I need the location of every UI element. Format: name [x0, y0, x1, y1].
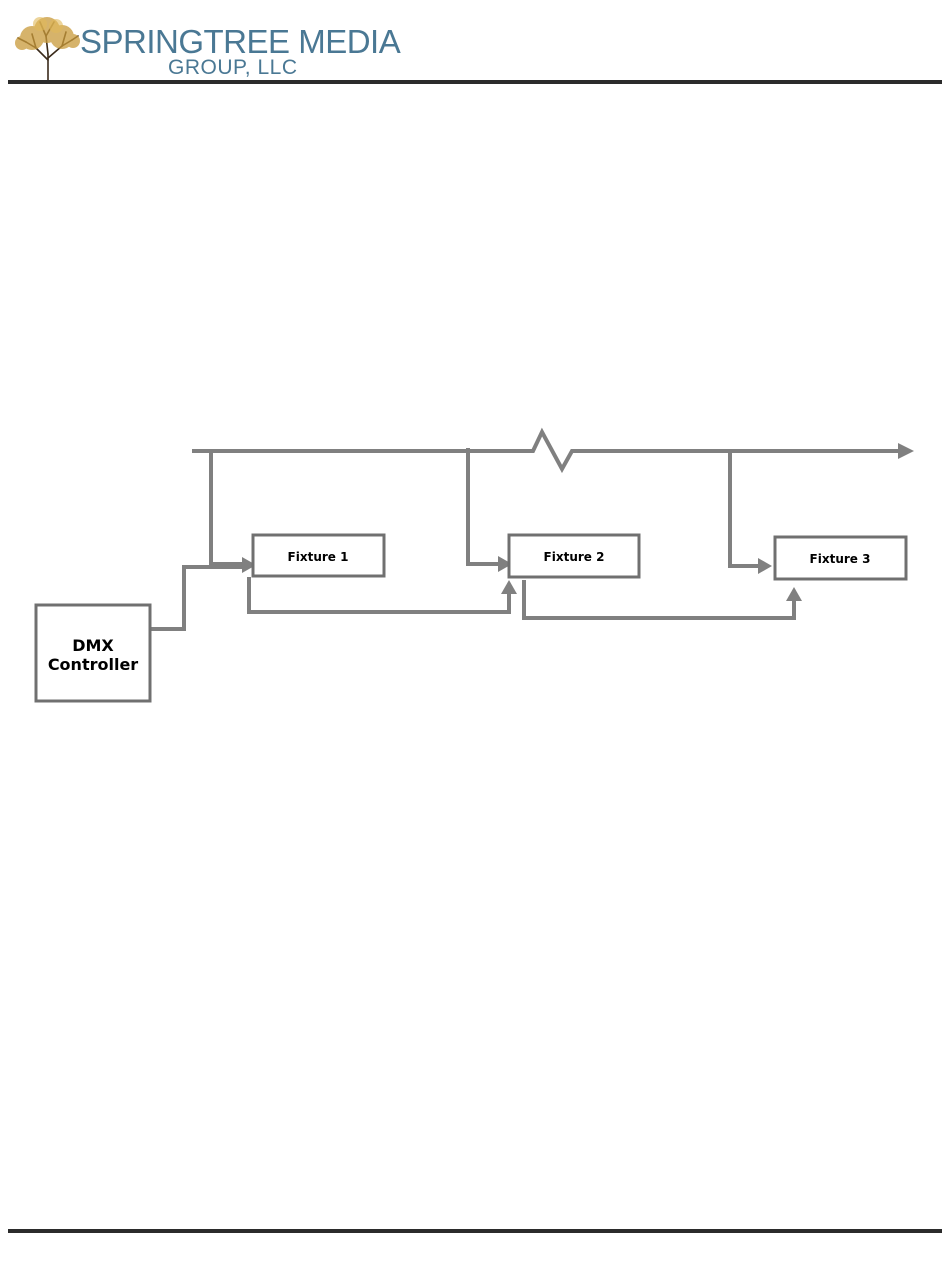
arrowhead-fixture-2-daisy	[501, 580, 517, 594]
drop-line-fixture-2	[468, 448, 498, 564]
fixture-1-label: Fixture 1	[288, 550, 349, 564]
drop-line-fixture-3	[730, 451, 762, 566]
fixture-1-to-fixture-2-line	[249, 577, 509, 612]
bus-line	[192, 432, 902, 469]
footer-divider	[8, 1229, 942, 1233]
arrowhead-bus-end	[898, 443, 914, 459]
drop-line-fixture-1	[211, 451, 244, 564]
controller-to-fixture-1-line	[150, 567, 244, 629]
arrowhead-fixture-3-daisy	[786, 587, 802, 601]
fixture-3-label: Fixture 3	[810, 552, 871, 566]
arrowhead-fixture-3-drop	[758, 558, 772, 574]
fixture-2-label: Fixture 2	[544, 550, 605, 564]
dmx-controller-label-line2: Controller	[48, 655, 138, 674]
dmx-controller-label-line1: DMX	[72, 636, 114, 655]
fixture-2-to-fixture-3-line	[524, 580, 794, 618]
